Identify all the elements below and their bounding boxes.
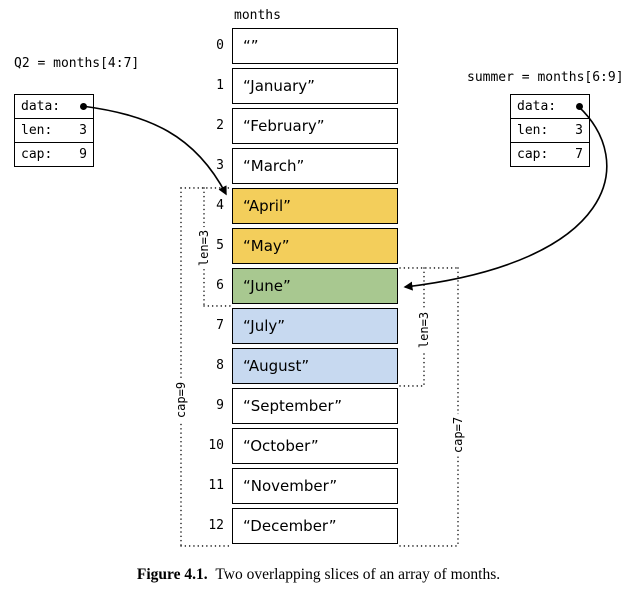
q2-len-value: 3 <box>79 123 87 138</box>
cell-value: “August” <box>232 348 398 384</box>
cell-index: 8 <box>216 358 224 373</box>
cell-value: “July” <box>232 308 398 344</box>
summer-data-row: data: <box>511 95 589 118</box>
cell-value: “October” <box>232 428 398 464</box>
array-row: 12 “December” <box>194 508 398 544</box>
array-row: 2 “February” <box>194 108 398 144</box>
array-row: 5 “May” <box>194 228 398 264</box>
summer-slice-title: summer = months[6:9] <box>467 70 624 85</box>
array-row: 8 “August” <box>194 348 398 384</box>
q2-cap-label: cap: <box>21 147 53 162</box>
q2-len-label: len: <box>21 123 53 138</box>
cell-value: “January” <box>232 68 398 104</box>
summer-cap-value: 7 <box>575 147 583 162</box>
cell-index: 6 <box>216 278 224 293</box>
months-array: 0 “” 1 “January” 2 “February” 3 “March” … <box>194 28 398 548</box>
q2-len-row: len: 3 <box>15 118 93 142</box>
cell-index: 0 <box>216 38 224 53</box>
figure-caption-label: Figure 4.1. <box>136 566 208 583</box>
cell-index: 1 <box>216 78 224 93</box>
summer-cap-row: cap: 7 <box>511 142 589 166</box>
array-row: 4 “April” <box>194 188 398 224</box>
q2-slice-title: Q2 = months[4:7] <box>14 56 140 71</box>
q2-data-pointer-dot <box>80 103 87 110</box>
cell-index: 12 <box>208 518 224 533</box>
q2-data-label: data: <box>21 99 61 114</box>
array-row: 6 “June” <box>194 268 398 304</box>
summer-slice-table: data: len: 3 cap: 7 <box>510 94 590 167</box>
cell-value: “February” <box>232 108 398 144</box>
array-row: 1 “January” <box>194 68 398 104</box>
cell-index: 4 <box>216 198 224 213</box>
cell-value: “December” <box>232 508 398 544</box>
array-row: 9 “September” <box>194 388 398 424</box>
cell-value: “May” <box>232 228 398 264</box>
summer-cap-label: cap: <box>517 147 549 162</box>
summer-len-bracket-label: len=3 <box>417 308 431 352</box>
cell-value: “June” <box>232 268 398 304</box>
q2-cap-bracket-label: cap=9 <box>174 378 188 422</box>
array-label: months <box>234 8 281 23</box>
q2-slice-table: data: len: 3 cap: 9 <box>14 94 94 167</box>
cell-index: 2 <box>216 118 224 133</box>
cell-index: 5 <box>216 238 224 253</box>
q2-cap-value: 9 <box>79 147 87 162</box>
q2-data-row: data: <box>15 95 93 118</box>
summer-len-row: len: 3 <box>511 118 589 142</box>
summer-data-label: data: <box>517 99 557 114</box>
q2-len-bracket-label: len=3 <box>197 226 211 270</box>
cell-value: “November” <box>232 468 398 504</box>
cell-index: 9 <box>216 398 224 413</box>
array-row: 10 “October” <box>194 428 398 464</box>
cell-index: 11 <box>208 478 224 493</box>
cell-index: 7 <box>216 318 224 333</box>
array-row: 0 “” <box>194 28 398 64</box>
figure-caption: Figure 4.1. Two overlapping slices of an… <box>0 566 637 584</box>
q2-cap-row: cap: 9 <box>15 142 93 166</box>
array-row: 7 “July” <box>194 308 398 344</box>
cell-value: “April” <box>232 188 398 224</box>
figure-caption-text: Two overlapping slices of an array of mo… <box>215 566 501 583</box>
cell-index: 10 <box>208 438 224 453</box>
cell-index: 3 <box>216 158 224 173</box>
cell-value: “March” <box>232 148 398 184</box>
array-row: 3 “March” <box>194 148 398 184</box>
array-row: 11 “November” <box>194 468 398 504</box>
summer-data-pointer-dot <box>576 103 583 110</box>
summer-cap-bracket-label: cap=7 <box>451 413 465 457</box>
summer-len-label: len: <box>517 123 549 138</box>
cell-value: “September” <box>232 388 398 424</box>
summer-len-value: 3 <box>575 123 583 138</box>
cell-value: “” <box>232 28 398 64</box>
